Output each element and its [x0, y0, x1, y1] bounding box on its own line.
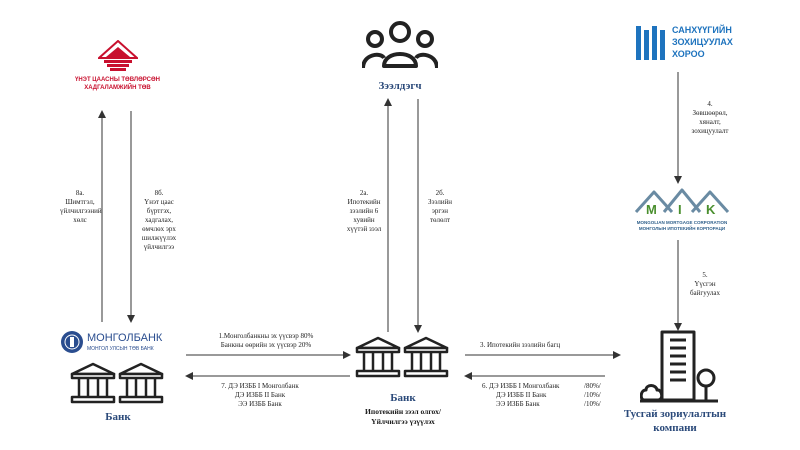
flow-3-label: 3. Ипотекийн зээлийн багц — [480, 341, 561, 349]
mongolbank-node: МОНГОЛБАНК МОНГОЛ УЛСЫН ТӨВ БАНК Банк — [55, 326, 185, 426]
spv-label-line2: компани — [653, 422, 697, 434]
bank-label: Банк — [390, 392, 416, 404]
deposit-center-node: ҮНЭТ ЦААСНЫ ТӨВЛӨРСӨН ХАДГАЛАМЖИЙН ТӨВ — [55, 40, 180, 100]
office-building-icon — [640, 330, 718, 403]
regulator-name-line1: САНХҮҮГИЙН — [672, 25, 732, 35]
mik-roofs-icon — [634, 188, 730, 214]
mik-name-line2: МОНГОЛЫН ИПОТЕКИЙН КОРПОРАЦИ — [638, 226, 726, 231]
flow-6-row: 6. ДЭ ИЗББ I Монголбанк /80%/ — [482, 382, 601, 390]
people-group-icon — [362, 21, 438, 69]
flow-6-row: ДЭ ИЗББ II Банк /10%/ — [496, 391, 601, 399]
borrower-label: Зээлдэгч — [378, 80, 422, 92]
mongolbank-label: Банк — [105, 411, 131, 423]
flow-6-row: ЭЭ ИЗББ Банк /10%/ — [496, 400, 601, 408]
spv-node: Тусгай зориулалтын компани — [610, 328, 740, 440]
flow-2b-label: 2б. Зээлийн эргэн төлөлт — [427, 189, 453, 224]
regulator-logo-icon — [636, 26, 665, 60]
borrower-node: Зээлдэгч — [355, 18, 445, 98]
flow-8b-label: 8б. Үнэт цаас бүртгэх, хадгалах, өмчлөх … — [141, 189, 177, 251]
bank-sub-line2: Үйлчилгээ үзүүлэх — [371, 417, 435, 426]
spv-label-line1: Тусгай зориулалтын — [623, 408, 727, 420]
mongolbank-logo-name: МОНГОЛБАНК — [87, 332, 163, 344]
regulator-node: САНХҮҮГИЙН ЗОХИЦУУЛАХ ХОРОО — [636, 22, 756, 67]
deposit-center-emblem-icon — [98, 40, 138, 71]
bank-building-icon — [355, 336, 449, 378]
flow-6-label: 6. ДЭ ИЗББ I Монголбанк /80%/ ДЭ ИЗББ II… — [482, 382, 612, 409]
flow-4-label: 4. Зөвшөөрөл, хяналт, зохицуулалт — [691, 100, 729, 135]
mongolbank-logo-sub: МОНГОЛ УЛСЫН ТӨВ БАНК — [87, 346, 154, 352]
bank-building-icon — [70, 362, 164, 404]
mik-letter-k: K — [706, 202, 716, 217]
mik-name-line1: MONGOLIAN MORTGAGE CORPORATION — [636, 220, 728, 225]
mik-letter-i: I — [678, 202, 682, 217]
flow-7-label: 7. ДЭ ИЗББ I Монголбанк ДЭ ИЗББ II Банк … — [221, 382, 299, 408]
flow-8a-label: 8а. Шимтгэл, үйлчилгээний хөлс — [60, 189, 102, 224]
flow-1-label: 1.Монголбанкны эх үүсвэр 80% Банкны өөри… — [218, 332, 314, 349]
bank-sub-line1: Ипотекийн зээл олгох/ — [365, 407, 441, 416]
mik-letter-m: M — [646, 202, 657, 217]
regulator-name-line3: ХОРОО — [672, 49, 705, 59]
deposit-center-name-line2: ХАДГАЛАМЖИЙН ТӨВ — [84, 85, 151, 91]
flow-2a-label: 2а. Ипотекийн зээлийн 6 хувийн хүүтэй зэ… — [346, 189, 382, 233]
mongolbank-seal-icon — [61, 331, 83, 353]
mortgage-corp-node: M I K MONGOLIAN MORTGAGE CORPORATION МОН… — [632, 186, 732, 238]
bank-node: Банк Ипотекийн зээл олгох/ Үйлчилгээ үзү… — [345, 336, 461, 436]
flow-5-label: 5. Үүсгэн байгуулах — [689, 271, 721, 297]
deposit-center-name-line1: ҮНЭТ ЦААСНЫ ТӨВЛӨРСӨН — [75, 77, 160, 83]
regulator-name-line2: ЗОХИЦУУЛАХ — [672, 37, 733, 47]
